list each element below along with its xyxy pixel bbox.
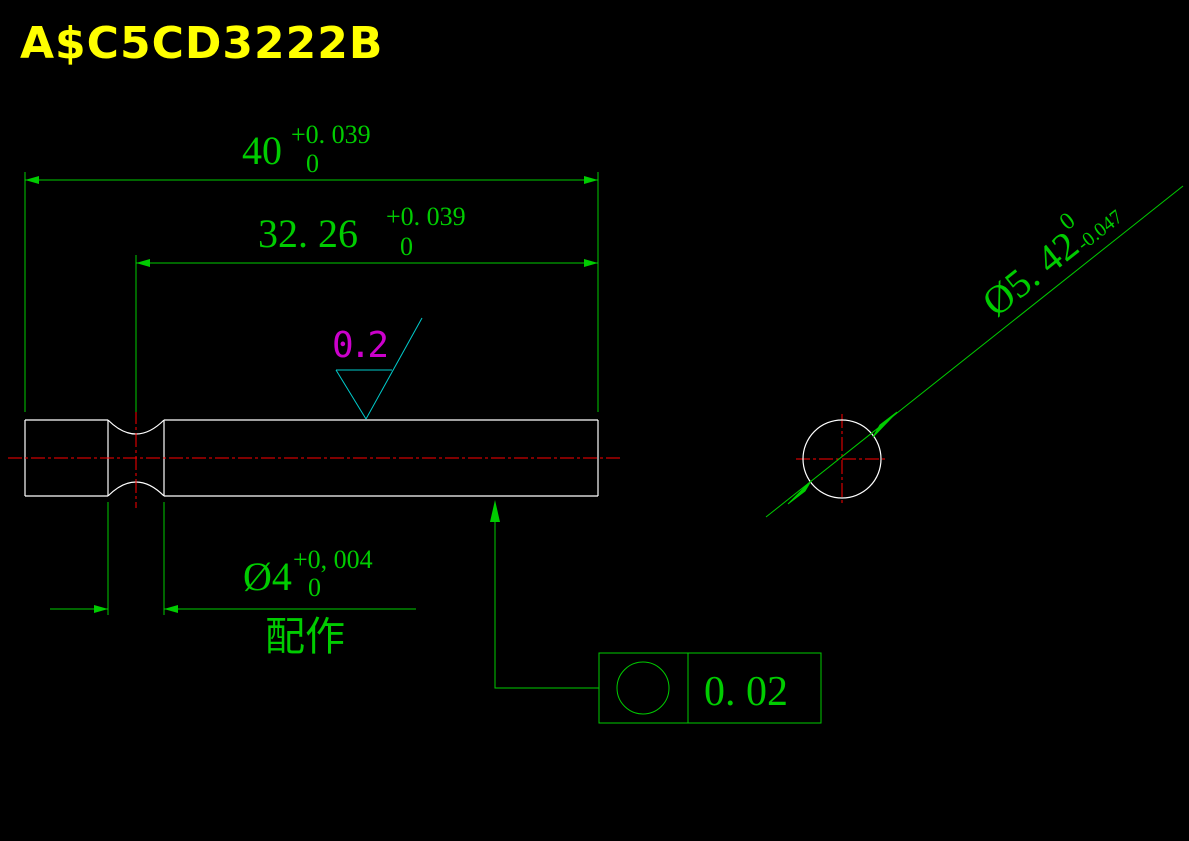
dim-outer-diameter-lower: -0.047	[1073, 206, 1127, 255]
dim-arrow-outer-diameter-lower	[787, 480, 812, 505]
dim-overall-length-lower: 0	[306, 149, 319, 178]
tolerance-leader	[494, 502, 599, 689]
dim-neck-diameter-nominal: Ø4	[243, 554, 292, 599]
dim-overall-length-upper: +0. 039	[291, 120, 371, 149]
dim-outer-diameter-nominal: Ø5. 42	[974, 222, 1087, 325]
surface-roughness-symbol	[335, 317, 423, 420]
dim-partial-length-nominal: 32. 26	[258, 211, 358, 256]
end-view-circle	[802, 419, 882, 499]
dim-neck-diameter-lower: 0	[308, 573, 321, 602]
tolerance-leader-arrow	[490, 500, 500, 522]
dim-line-outer-diameter	[765, 185, 1184, 518]
part-number-title: A$C5CD3222B	[20, 18, 383, 69]
dim-neck-diameter-note: 配作	[265, 614, 345, 659]
dim-overall-length-nominal: 40	[242, 128, 282, 173]
surface-roughness-value: 0.2	[332, 325, 386, 366]
extension-lines	[24, 172, 599, 615]
circularity-icon	[616, 661, 670, 715]
dim-arrow-outer-diameter-upper	[872, 411, 898, 438]
dim-partial-length-lower: 0	[400, 232, 413, 261]
tolerance-frame	[598, 652, 822, 724]
dim-partial-length-upper: +0. 039	[386, 202, 466, 231]
centerline	[8, 410, 888, 508]
tolerance-value: 0. 02	[704, 669, 788, 715]
dim-neck-diameter-upper: +0, 004	[293, 545, 373, 574]
